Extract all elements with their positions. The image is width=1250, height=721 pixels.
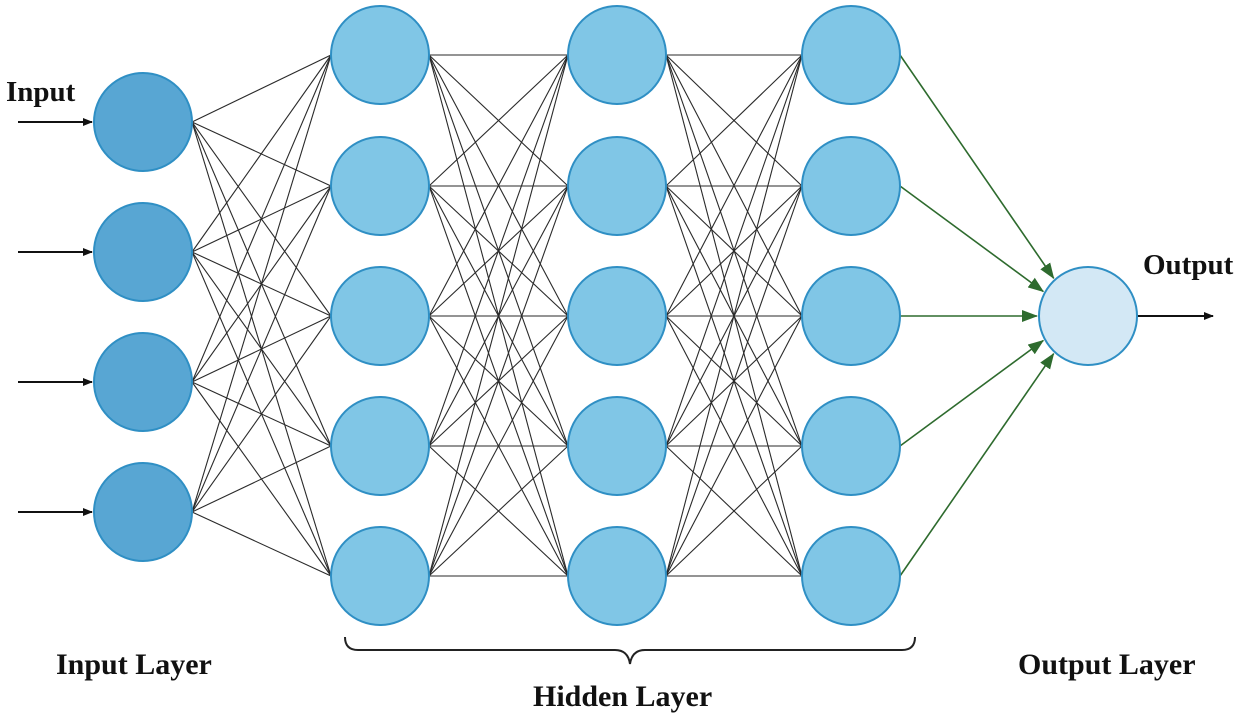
output-edge-1: [899, 185, 1045, 293]
hidden-node-l1-4: [330, 396, 430, 496]
edge-l1-1-0: [428, 54, 569, 187]
edge-l1-4-2: [428, 315, 569, 577]
output-edge-4: [899, 352, 1055, 577]
edge-l1-2-0: [428, 54, 569, 317]
edge-l2-4-3: [665, 445, 803, 577]
edge-l2-4-1: [665, 185, 803, 577]
hidden-layer-brace: [344, 636, 916, 665]
edge-l0-3-4: [191, 511, 332, 577]
hidden-node-l3-2: [801, 136, 901, 236]
hidden-node-l2-5: [567, 526, 667, 626]
edge-l0-0-0: [191, 54, 332, 123]
edge-l1-3-0: [428, 54, 569, 447]
edge-l0-3-3: [191, 445, 332, 513]
hidden-node-l2-3: [567, 266, 667, 366]
hidden-node-l3-5: [801, 526, 901, 626]
edge-l0-2-0: [191, 54, 332, 383]
edge-l0-3-0: [191, 54, 332, 513]
edge-l2-4-0: [665, 54, 803, 577]
hidden-node-l3-1: [801, 5, 901, 105]
output-layer-label: Output Layer: [1018, 648, 1196, 681]
hidden-node-l3-4: [801, 396, 901, 496]
hidden-layer-label: Hidden Layer: [533, 680, 713, 713]
input-layer-label: Input Layer: [56, 648, 212, 681]
hidden-node-l1-1: [330, 5, 430, 105]
hidden-node-l2-1: [567, 5, 667, 105]
output-label: Output: [1143, 249, 1234, 281]
edge-l2-1-0: [665, 54, 803, 187]
hidden-node-l2-2: [567, 136, 667, 236]
output-node-1: [1038, 266, 1138, 366]
output-edge-0: [899, 54, 1055, 280]
edge-l0-1-0: [191, 54, 332, 253]
input-node-2: [93, 202, 193, 302]
edge-l0-3-2: [191, 315, 332, 513]
input-node-4: [93, 462, 193, 562]
input-node-1: [93, 72, 193, 172]
hidden-node-l3-3: [801, 266, 901, 366]
input-label: Input: [6, 76, 76, 108]
hidden-node-l1-2: [330, 136, 430, 236]
neurons: [93, 5, 1138, 626]
edge-l1-4-0: [428, 54, 569, 577]
hidden-node-l1-3: [330, 266, 430, 366]
hidden-node-l1-5: [330, 526, 430, 626]
edge-l2-4-2: [665, 315, 803, 577]
edge-l0-3-1: [191, 185, 332, 513]
connections: [191, 54, 1055, 577]
hidden-node-l2-4: [567, 396, 667, 496]
edge-l2-2-0: [665, 54, 803, 317]
input-node-3: [93, 332, 193, 432]
edge-l2-3-0: [665, 54, 803, 447]
io-arrows: [18, 118, 1214, 516]
edge-l1-4-3: [428, 445, 569, 577]
edge-l1-4-1: [428, 185, 569, 577]
output-edge-3: [899, 339, 1045, 447]
